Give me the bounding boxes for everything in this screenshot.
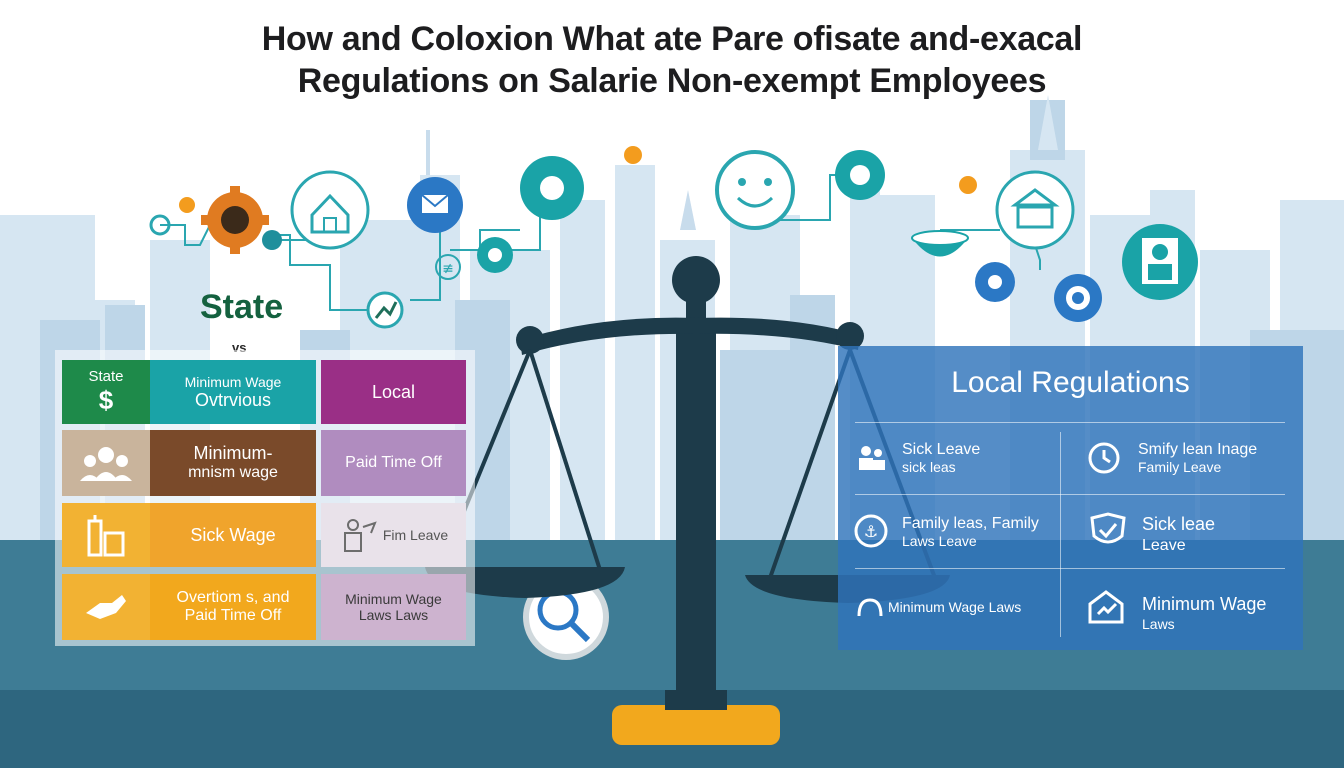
local-item-sick-leave-2: Sick leae Leave [1142, 514, 1215, 555]
dollar-icon: $ [98, 384, 114, 415]
local-item-min-wage-laws: Minimum Wage Laws [888, 598, 1021, 617]
people-icon-cell [62, 430, 150, 496]
building-icon-cell [62, 503, 150, 567]
state-heading: State [200, 288, 284, 326]
hand-icon [86, 595, 126, 619]
paid-time-off-label: Paid Time Off [345, 453, 442, 471]
firm-leave-row: Fim Leave [339, 517, 448, 553]
local-item-family-leave: Smify lean Inage Family Leave [1138, 440, 1257, 476]
overtime-cell: Overtiom s, and Paid Time Off [150, 574, 316, 640]
clock-icon [1088, 442, 1120, 474]
local-item-sick-leave: Sick Leave sick leas [902, 440, 980, 476]
hand-icon-cell [62, 574, 150, 640]
bowl-icon [911, 230, 969, 257]
teal-gear-icon [520, 156, 584, 220]
chart-house-icon [1088, 590, 1124, 624]
mail-gear-icon [407, 177, 463, 233]
min-wage-laws-line1: Minimum Wage [345, 590, 442, 607]
overtime-line2: Paid Time Off [184, 607, 282, 624]
bank-icon [995, 170, 1075, 250]
min-wage-laws-cell: Minimum Wage Laws Laws [321, 574, 466, 640]
local-regulations-heading: Local Regulations [951, 366, 1190, 399]
local-item-line1: Sick leae [1142, 514, 1216, 534]
tree-icon: ≢ [435, 254, 461, 280]
paid-time-off-cell: Paid Time Off [321, 430, 466, 496]
family-icon [343, 519, 377, 552]
min-wage-overview-cell: Minimum Wage Ovtrvious [150, 360, 316, 424]
gear-icon [1054, 274, 1102, 322]
sick-wage-label: Sick Wage [190, 524, 276, 545]
building-icon [87, 515, 125, 557]
shield-check-icon [1090, 512, 1126, 544]
local-item-line1: Family leas, Family [902, 515, 1039, 532]
node-icon [149, 214, 171, 236]
min-wage-overview-line1: Minimum Wage [184, 373, 282, 390]
local-item-line2: Leave [1142, 536, 1186, 554]
svg-text:≢: ≢ [442, 261, 454, 277]
local-item-line1: Sick Leave [902, 441, 981, 458]
minimum-wage-line1: Minimum- [193, 443, 273, 464]
minimum-wage-cell: Minimum- mnism wage [150, 430, 316, 496]
svg-text:⚓: ⚓ [864, 522, 878, 541]
firm-leave-cell: Fim Leave [321, 503, 466, 567]
divider [855, 494, 1285, 495]
local-item-line1: Smify lean Inage [1138, 441, 1258, 458]
divider [855, 568, 1285, 569]
min-wage-overview-line2: Ovtrvious [194, 389, 272, 410]
person-gear-icon [1122, 224, 1198, 300]
state-cell-label: State [88, 368, 124, 386]
local-item-line2: Laws [1142, 615, 1175, 632]
chart-gear-icon [366, 291, 404, 329]
overtime-line1: Overtiom s, and [176, 588, 290, 606]
local-item-line2: Family Leave [1138, 459, 1222, 476]
local-cell: Local [321, 360, 466, 424]
gear-icon [835, 150, 885, 200]
gear-icon [975, 262, 1015, 302]
local-item-min-wage-laws-2: Minimum Wage Laws [1142, 594, 1266, 632]
gear-icon [201, 186, 269, 254]
divider [855, 422, 1285, 423]
divider [1060, 432, 1061, 637]
people-icon [859, 446, 885, 470]
dot-icon [179, 197, 195, 213]
anchor-icon: ⚓ [854, 514, 888, 548]
house-icon [290, 170, 370, 250]
local-item-line2: Laws Leave [902, 533, 977, 550]
dot-icon [959, 176, 977, 194]
minimum-wage-line2: mnism wage [188, 464, 278, 482]
title-line-2: Regulations on Salarie Non-exempt Employ… [297, 62, 1047, 100]
firm-leave-label: Fim Leave [382, 526, 449, 543]
teal-gear-small-icon [477, 237, 513, 273]
local-regulations-panel [838, 346, 1303, 650]
sick-wage-cell: Sick Wage [150, 503, 316, 567]
people-icon [80, 447, 132, 481]
state-cell: State $ [62, 360, 150, 424]
min-wage-laws-line2: Laws Laws [358, 607, 429, 623]
local-item-line1: Minimum Wage [1142, 594, 1267, 614]
local-cell-label: Local [371, 381, 416, 402]
title-line-1: How and Coloxion What ate Pare ofisate a… [261, 20, 1083, 58]
gear-icon [857, 598, 883, 617]
local-item-line1: Minimum Wage Laws [888, 599, 1022, 615]
smiley-gear-icon [715, 150, 795, 230]
local-item-family-laws: Family leas, Family Laws Leave [902, 514, 1039, 550]
local-item-line2: sick leas [902, 459, 956, 476]
small-gear-icon [262, 230, 282, 250]
dot-icon [624, 146, 642, 164]
